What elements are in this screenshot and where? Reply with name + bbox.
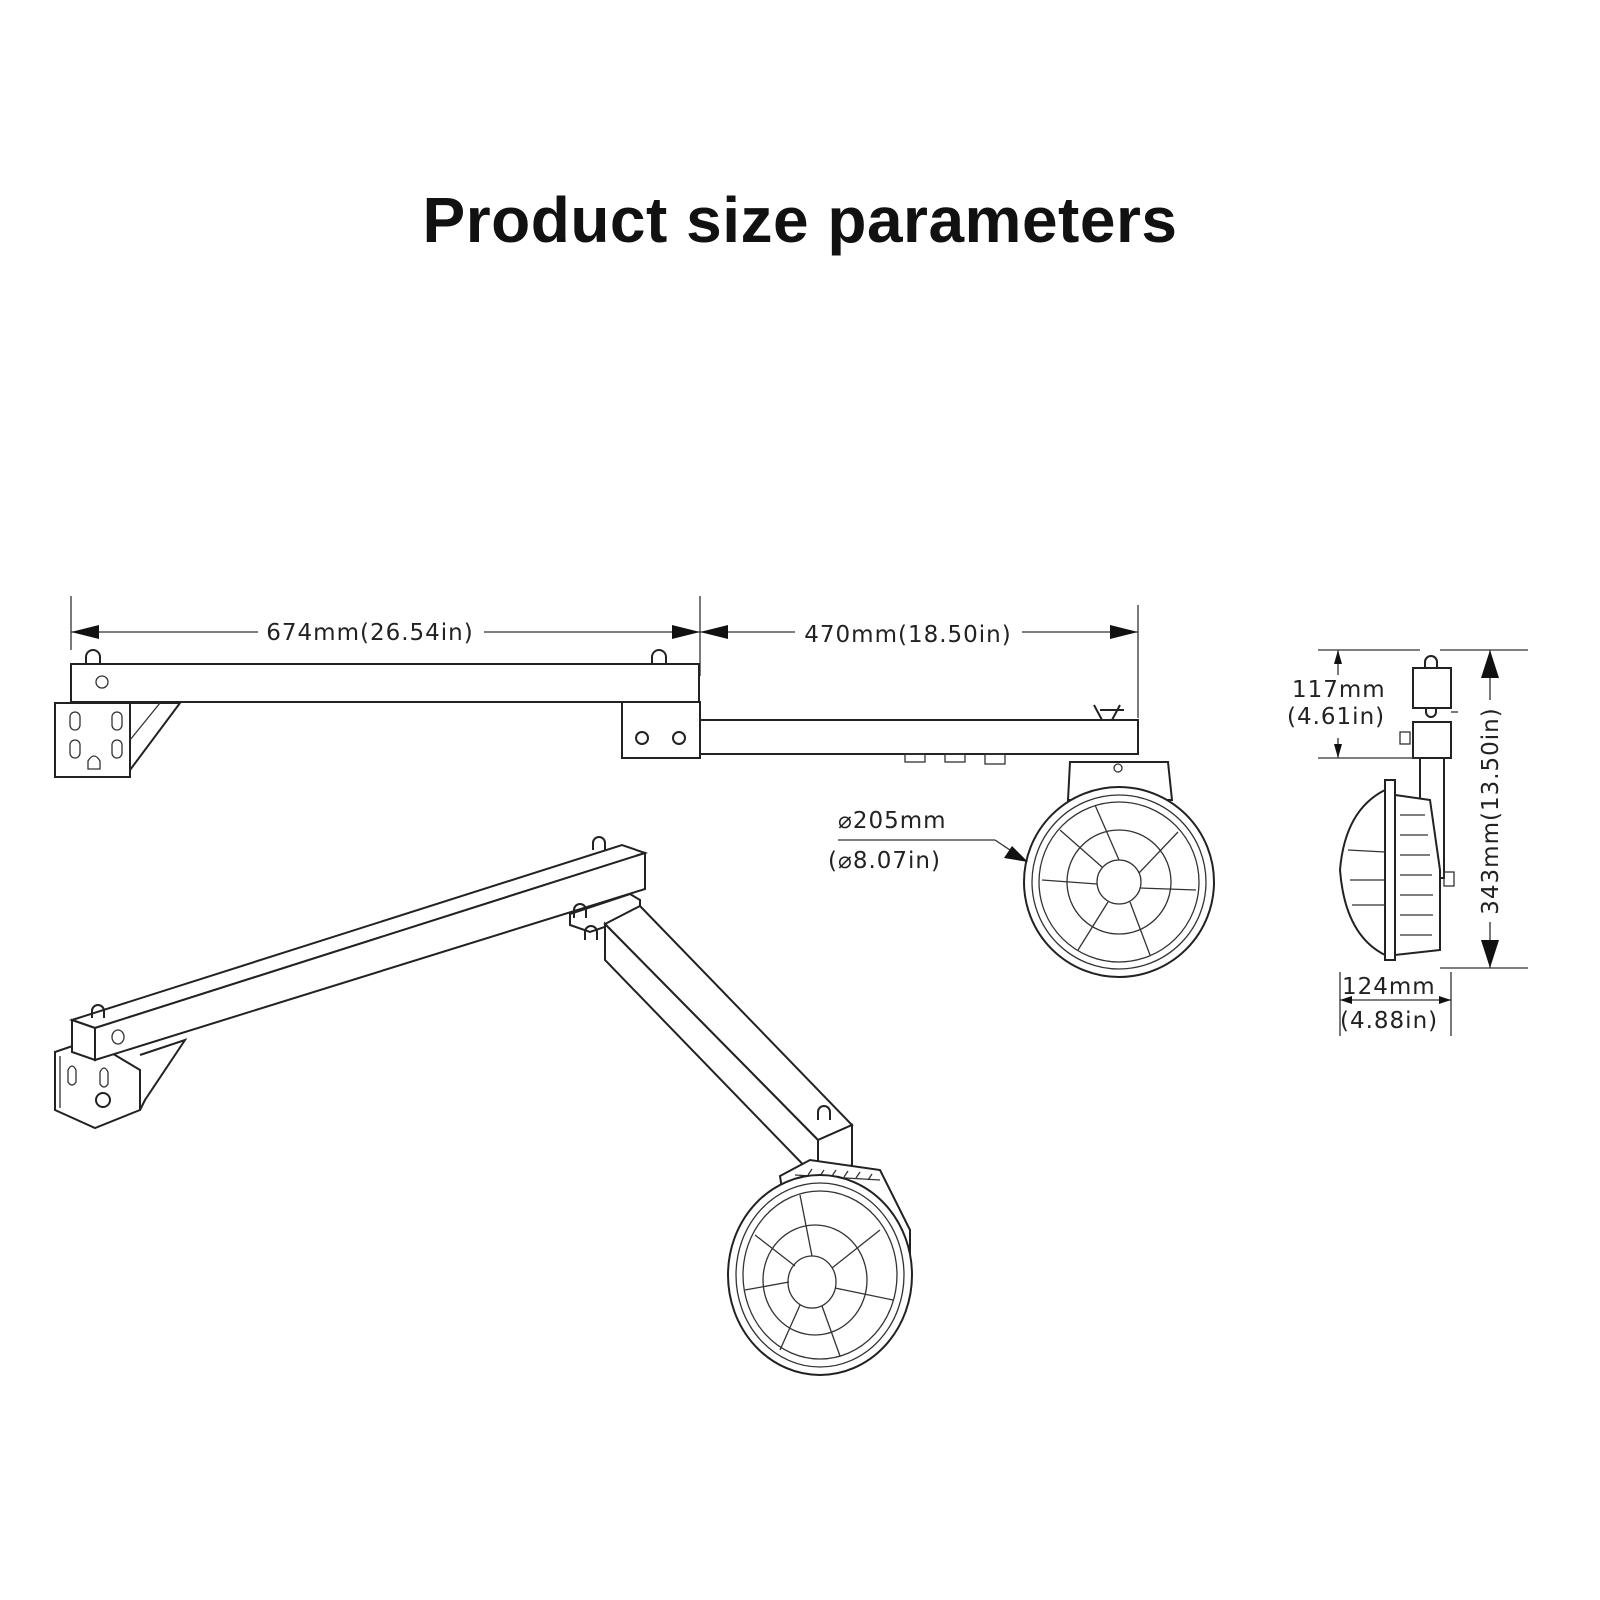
head-height-mm-label: 117mm <box>1292 677 1386 703</box>
diameter-in-label: (⌀8.07in) <box>828 848 941 874</box>
page-title: Product size parameters <box>422 184 1178 256</box>
dimension-head-height: 117mm (4.61in) <box>1287 649 1420 759</box>
isometric-drawing <box>54 836 913 1376</box>
main-arm-length-label: 674mm(26.54in) <box>266 620 473 646</box>
head-height-in-label: (4.61in) <box>1287 704 1385 730</box>
dimension-depth: 124mm (4.88in) <box>1339 972 1452 1036</box>
total-height-label: 343mm(13.50in) <box>1478 707 1504 914</box>
side-elevation-drawing <box>54 596 1215 978</box>
extension-arm-length-label: 470mm(18.50in) <box>804 622 1011 648</box>
dimension-total-height: 343mm(13.50in) <box>1440 649 1528 969</box>
diameter-mm-label: ⌀205mm <box>838 808 947 834</box>
depth-in-label: (4.88in) <box>1340 1008 1438 1034</box>
dimension-main-arm: 674mm(26.54in) <box>71 620 700 646</box>
dimension-extension-arm: 470mm(18.50in) <box>700 622 1138 648</box>
depth-mm-label: 124mm <box>1342 974 1436 1000</box>
dimension-diameter: ⌀205mm (⌀8.07in) <box>828 808 1028 874</box>
side-profile-drawing <box>1338 655 1458 961</box>
